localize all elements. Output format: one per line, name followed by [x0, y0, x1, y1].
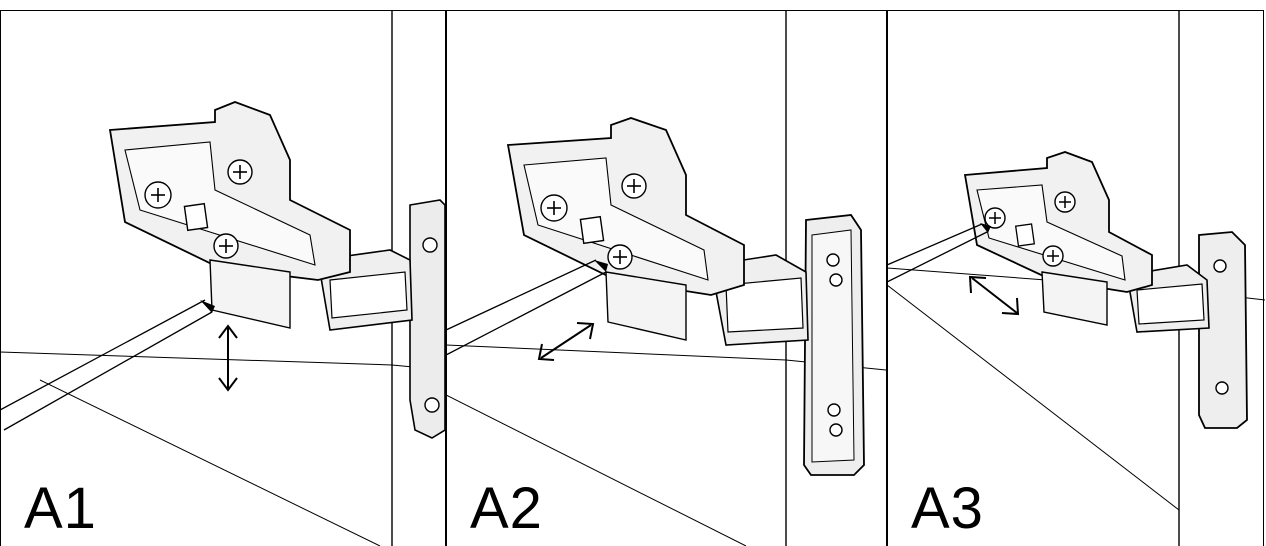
lateral-adjust-arrow [968, 275, 1020, 316]
panel-divider [886, 10, 888, 546]
panel-a3: A3 [887, 10, 1265, 546]
panel-a3-illustration [887, 10, 1265, 546]
panel-a2: A2 [446, 10, 886, 546]
depth-adjust-arrow [537, 322, 595, 361]
panel-label: A1 [24, 476, 97, 541]
panel-a1: A1 [0, 10, 445, 546]
panel-a1-illustration [0, 10, 445, 546]
panel-a2-illustration [446, 10, 886, 546]
vertical-adjust-arrow [218, 324, 238, 392]
panel-label: A3 [911, 476, 984, 541]
panel-label: A2 [470, 476, 543, 541]
panel-divider [445, 10, 447, 546]
